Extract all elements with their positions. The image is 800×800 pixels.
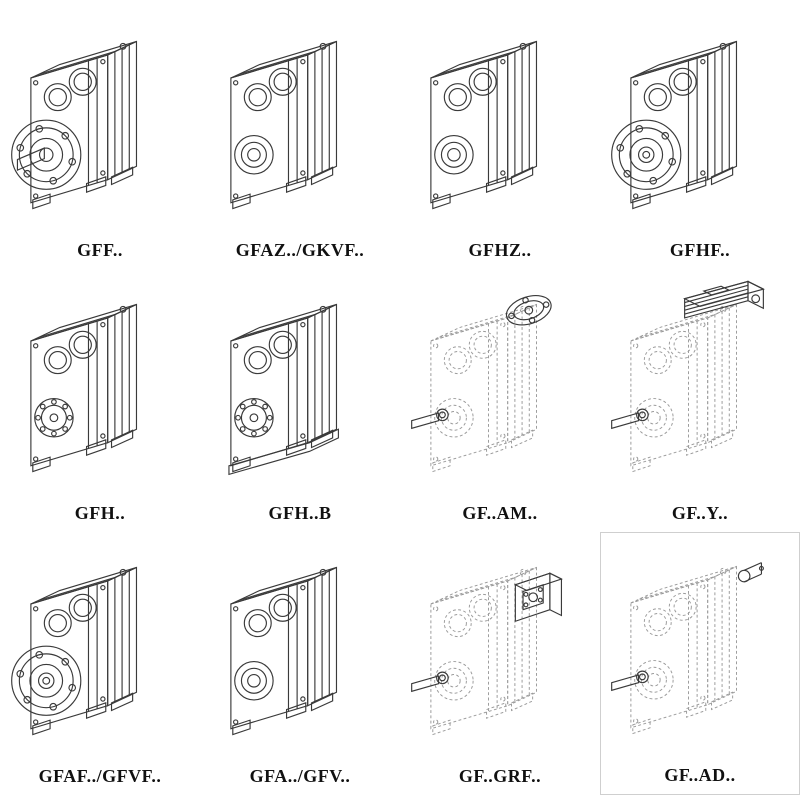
gearbox-drawing-input-adapter	[411, 566, 563, 736]
gearbox-item-gf-y: GF..Y..	[600, 269, 800, 532]
gearbox-model-label: GFAZ../GKVF..	[235, 240, 365, 260]
gearbox-drawing-bearing-foot	[228, 303, 339, 476]
gearbox-drawing-flange	[611, 40, 738, 210]
gearbox-item-gfh: GFH..	[0, 269, 200, 532]
gearbox-model-label: GFH..	[74, 503, 126, 523]
gearbox-item-gfaz-gkvf: GFAZ../GKVF..	[200, 6, 400, 269]
gearbox-drawing-bearing	[30, 303, 138, 473]
gearbox-item-gf-ad: GF..AD..	[600, 532, 800, 795]
gearbox-drawing-hollow	[230, 40, 338, 210]
gearbox-model-label: GF..Y..	[671, 503, 729, 523]
gearbox-model-label: GFH..B	[268, 503, 332, 523]
gearbox-model-label: GFHF..	[669, 240, 731, 260]
gearbox-drawing-flange	[11, 566, 138, 736]
gearbox-item-gff: GFF..	[0, 6, 200, 269]
gearbox-model-label: GF..GRF..	[458, 766, 542, 786]
gearbox-drawing-input-shaft	[611, 562, 764, 735]
gearbox-model-label: GF..AD..	[664, 765, 736, 785]
gearbox-drawing-flange-shaft	[11, 40, 138, 210]
gearbox-model-label: GFF..	[77, 240, 123, 260]
gearbox-drawing-input-flange	[411, 295, 552, 473]
gearbox-item-gf-grf: GF..GRF..	[400, 532, 600, 795]
gearbox-item-gfh-b: GFH..B	[200, 269, 400, 532]
gearbox-item-gfaf-gfvf: GFAF../GFVF..	[0, 532, 200, 795]
gearbox-drawing-hollow	[430, 40, 538, 210]
gearbox-item-gfhf: GFHF..	[600, 6, 800, 269]
gearbox-model-label: GFA../GFV..	[249, 766, 351, 786]
gearbox-drawing-motor	[611, 280, 765, 473]
gearbox-item-gf-am: GF..AM..	[400, 269, 600, 532]
gearbox-model-label: GFHZ..	[468, 240, 532, 260]
gearbox-model-label: GF..AM..	[462, 503, 538, 523]
gearbox-item-gfa-gfv: GFA../GFV..	[200, 532, 400, 795]
gearbox-model-label: GFAF../GFVF..	[38, 766, 162, 786]
gearbox-grid: GFF.. GFAZ../GKVF.. GFHZ.. GFHF.. GFH.. …	[0, 6, 800, 795]
gearbox-item-gfhz: GFHZ..	[400, 6, 600, 269]
gearbox-drawing-hollow	[230, 566, 338, 736]
